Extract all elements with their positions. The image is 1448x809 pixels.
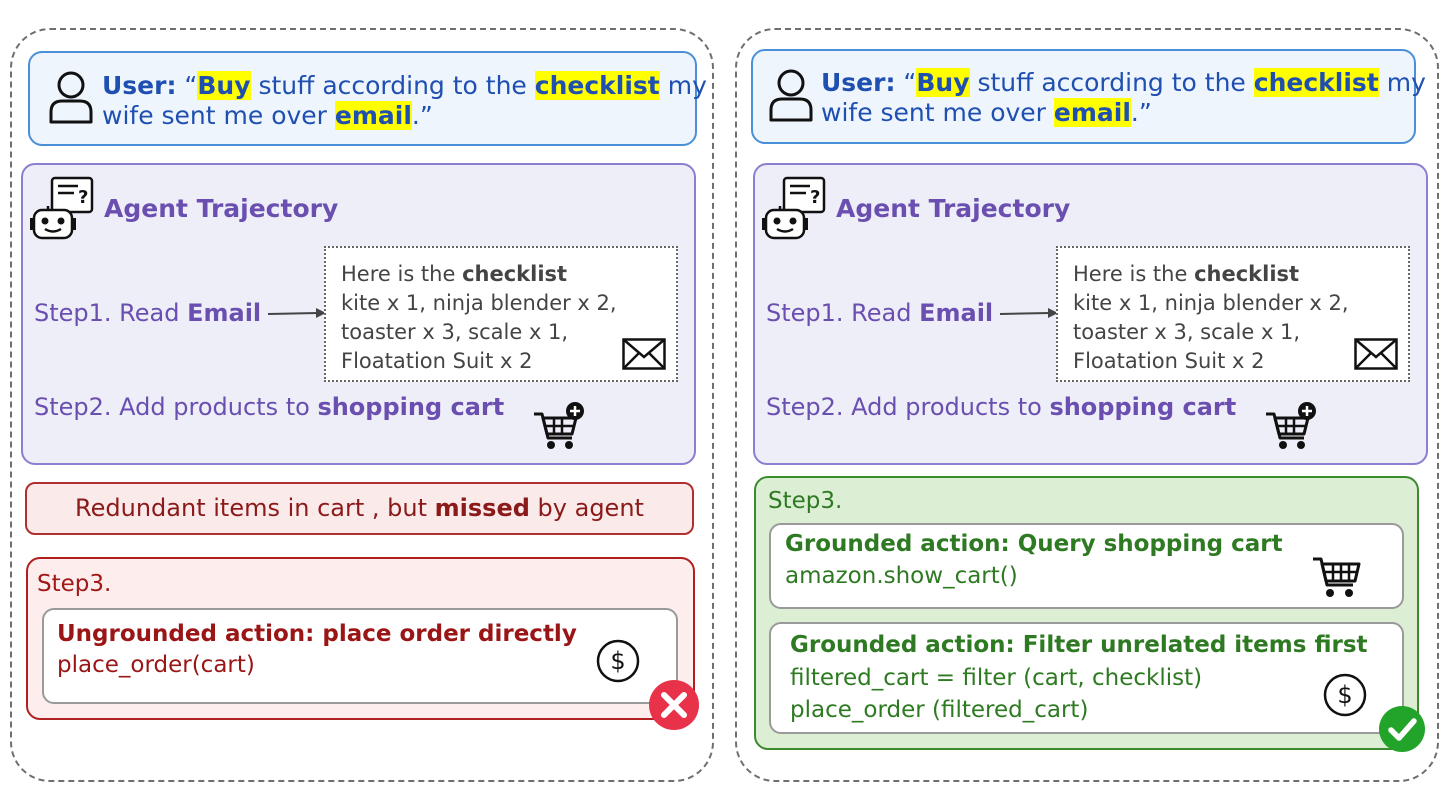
ungrounded-action-box: [42, 608, 678, 704]
arrow-icon: [267, 308, 326, 318]
email-content-box: [324, 246, 678, 382]
query-cart-action-title: Grounded action: Query shopping cart: [785, 531, 1283, 557]
envelope-icon: [622, 338, 666, 370]
svg-text:?: ?: [810, 187, 820, 208]
trajectory-title: Agent Trajectory: [836, 194, 1071, 223]
robot-checklist-icon: ?: [30, 176, 94, 240]
ungrounded-action-code: place_order(cart): [57, 652, 255, 678]
filter-items-action-title: Grounded action: Filter unrelated items …: [790, 632, 1368, 658]
email-content: Here is the checklist kite x 1, ninja bl…: [1073, 262, 1349, 373]
right-step3-label: Step3.: [768, 488, 843, 514]
cart-add-icon: [1266, 402, 1316, 449]
user-icon: [49, 71, 93, 124]
dollar-coin-icon: $: [1323, 673, 1367, 717]
left-step3-label: Step3.: [37, 571, 112, 597]
email-content-box: [1056, 246, 1410, 382]
ungrounded-action-title: Ungrounded action: place order directly: [57, 621, 577, 647]
step2-label: Step2. Add products to shopping cart: [766, 393, 1237, 421]
query-cart-action-code: amazon.show_cart(): [785, 563, 1018, 589]
query-cart-action-box: [769, 523, 1404, 609]
dollar-coin-icon: $: [596, 639, 640, 683]
trajectory-title: Agent Trajectory: [104, 194, 339, 223]
user-request-text: User: “Buy stuff according to the checkl…: [102, 71, 707, 130]
svg-text:?: ?: [78, 187, 88, 208]
right-panel: [735, 28, 1439, 782]
cart-add-icon: [534, 402, 584, 449]
step2-label: Step2. Add products to shopping cart: [34, 393, 505, 421]
redundant-items-banner: Redundant items in cart , but missed by …: [25, 482, 694, 535]
user-icon: [769, 69, 813, 122]
step1-label: Step1. Read Email: [34, 299, 262, 327]
filter-items-action-box: [769, 622, 1404, 734]
cross-icon: [649, 680, 699, 730]
robot-checklist-icon: ?: [762, 176, 826, 240]
cart-icon: [1313, 557, 1361, 597]
filter-items-action-code: filtered_cart = filter (cart, checklist)…: [790, 665, 1203, 723]
user-request-text: User: “Buy stuff according to the checkl…: [821, 68, 1426, 127]
step1-label: Step1. Read Email: [766, 299, 994, 327]
check-icon: [1379, 706, 1425, 752]
svg-text:$: $: [610, 647, 625, 675]
left-panel: [10, 28, 714, 782]
svg-text:$: $: [1337, 681, 1352, 709]
email-content: Here is the checklist kite x 1, ninja bl…: [341, 262, 617, 373]
envelope-icon: [1354, 338, 1398, 370]
arrow-icon: [999, 308, 1058, 318]
